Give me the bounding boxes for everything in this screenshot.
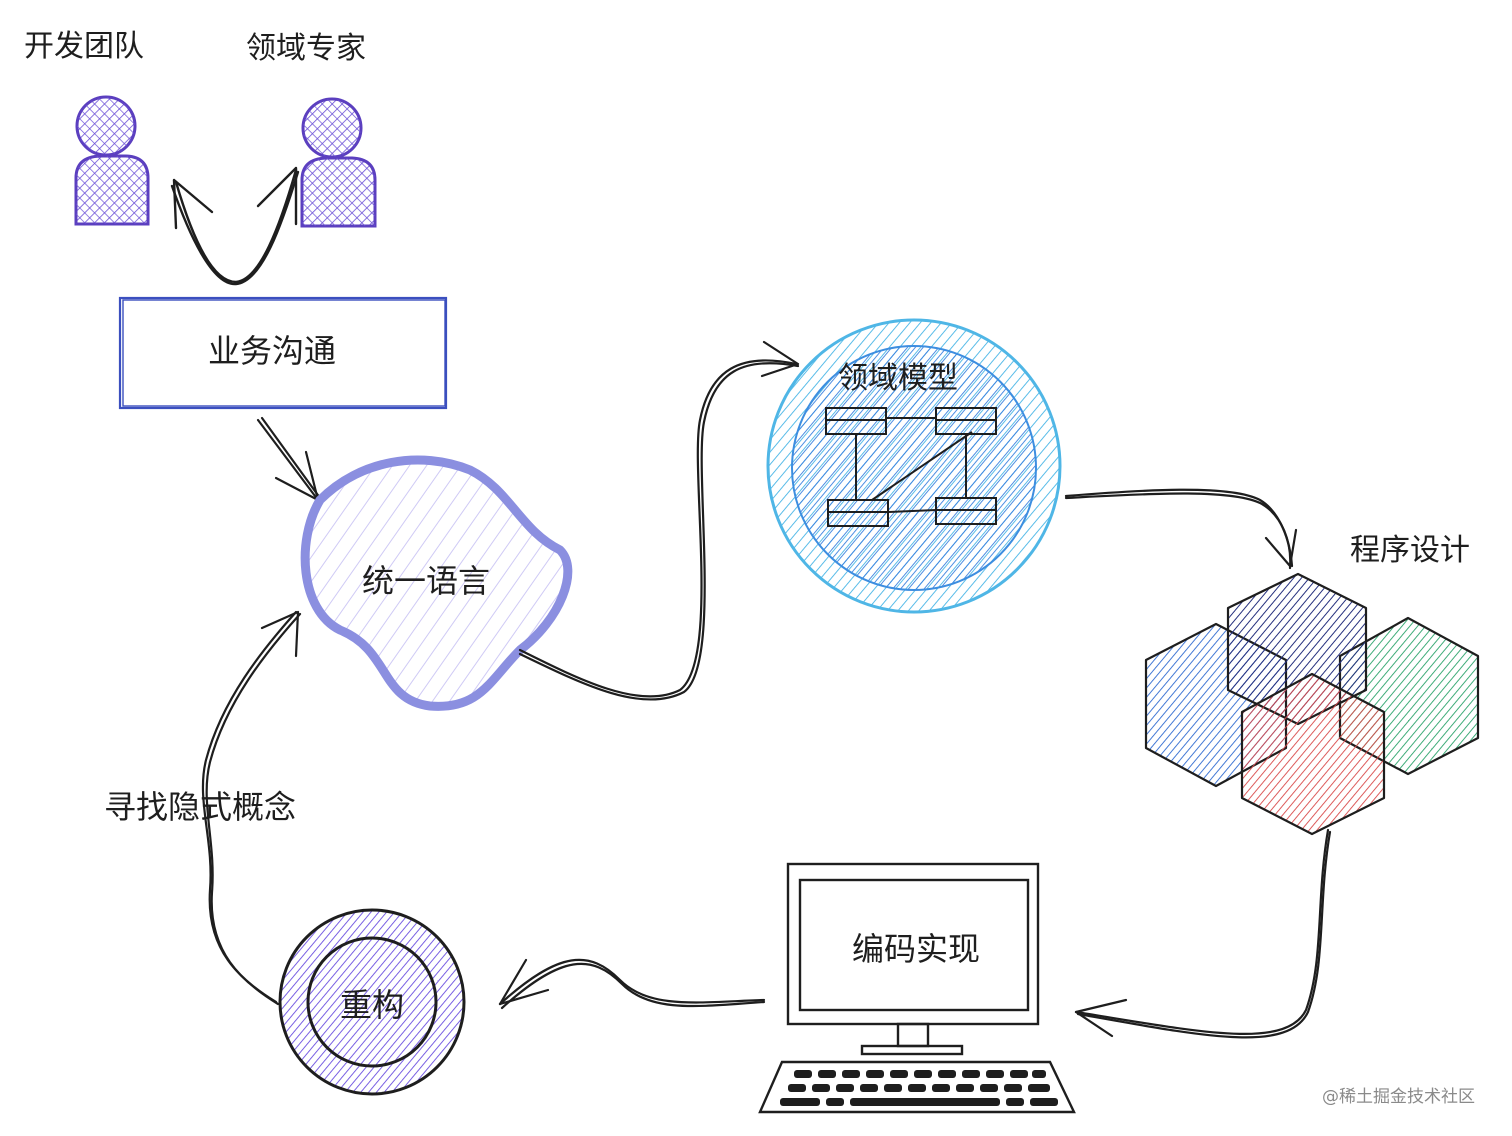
keyboard-icon bbox=[758, 1060, 1076, 1114]
arrow-refactor-to-language bbox=[201, 610, 302, 1006]
implicit-concept-label: 寻找隐式概念 bbox=[104, 788, 296, 826]
refactor-circle bbox=[278, 908, 466, 1096]
arrow-language-to-model bbox=[518, 340, 800, 701]
watermark-text: @稀土掘金技术社区 bbox=[1322, 1087, 1475, 1107]
business-comm-label: 业务沟通 bbox=[208, 332, 336, 370]
computer-monitor bbox=[786, 862, 1040, 1056]
arrow-model-to-design bbox=[1064, 488, 1298, 570]
communication-arrow bbox=[170, 166, 300, 286]
program-design-label: 程序设计 bbox=[1350, 533, 1470, 568]
business-comm-box bbox=[118, 296, 448, 410]
ubiquitous-language-label: 统一语言 bbox=[362, 562, 490, 600]
dev-team-person-icon bbox=[74, 95, 150, 226]
dev-team-label: 开发团队 bbox=[24, 29, 144, 64]
refactor-label: 重构 bbox=[340, 986, 404, 1024]
arrow-coding-to-refactor bbox=[498, 958, 766, 1010]
coding-label: 编码实现 bbox=[852, 930, 980, 968]
program-design-hexagons bbox=[1144, 572, 1480, 836]
arrow-design-to-coding bbox=[1074, 828, 1332, 1039]
class-diagram-icon bbox=[825, 407, 997, 527]
domain-expert-label: 领域专家 bbox=[246, 31, 366, 66]
red-hexagon bbox=[1240, 672, 1386, 836]
arrow-comm-to-language bbox=[256, 416, 322, 502]
domain-model-label: 领域模型 bbox=[838, 361, 958, 396]
domain-expert-person-icon bbox=[300, 97, 377, 228]
